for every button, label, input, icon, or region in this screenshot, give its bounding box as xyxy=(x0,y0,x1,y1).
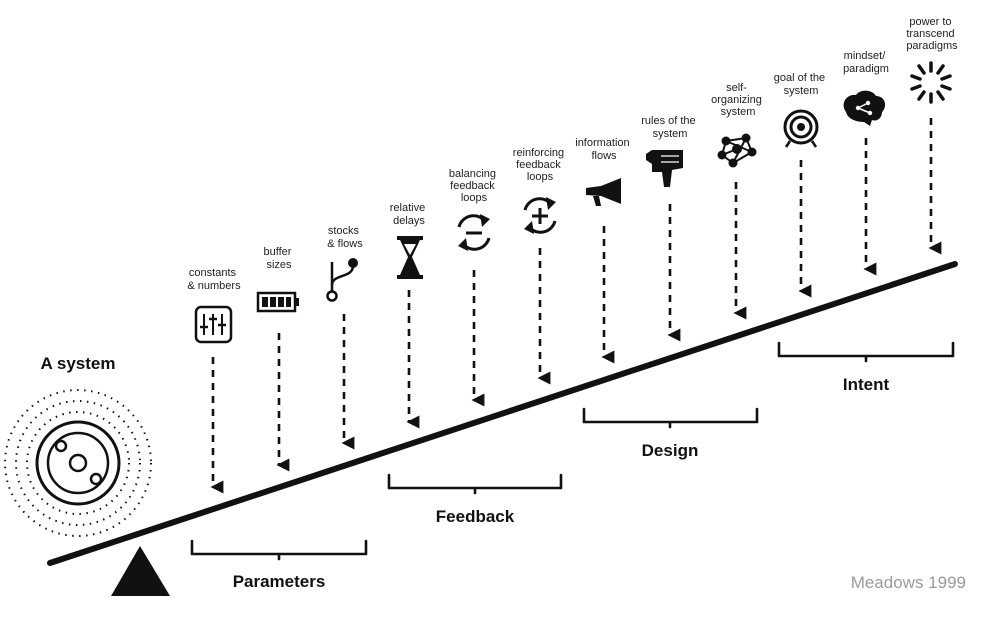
target-icon xyxy=(783,109,819,148)
brace-parameters xyxy=(190,539,368,561)
label-rules-line-1: rules of the xyxy=(641,115,695,127)
sliders-icon xyxy=(194,305,233,344)
credit-text: Meadows 1999 xyxy=(851,573,966,592)
label-self-organizing-line-3: system xyxy=(721,106,756,118)
label-stocks-line-2: & flows xyxy=(327,238,363,250)
label-delays-line-1: relative xyxy=(390,202,425,214)
label-stocks-line-1: stocks xyxy=(328,225,360,237)
hourglass-icon xyxy=(397,236,423,279)
pointing-hand-icon xyxy=(646,150,683,187)
group-label-design: Design xyxy=(642,441,699,460)
label-reinforcing: reinforcing feedback loops xyxy=(513,147,567,183)
label-rules-line-2: system xyxy=(653,128,688,140)
fulcrum xyxy=(111,546,170,596)
label-delays: relative delays xyxy=(390,202,429,227)
brace-design xyxy=(582,407,759,429)
lever-beam xyxy=(47,261,958,566)
label-mindset-line-2: paradigm xyxy=(843,63,889,75)
group-label-feedback: Feedback xyxy=(436,507,515,526)
brace-feedback xyxy=(387,473,563,495)
label-reinforcing-line-1: reinforcing xyxy=(513,147,564,159)
label-reinforcing-line-3: loops xyxy=(527,171,554,183)
label-information: information flows xyxy=(575,137,632,162)
label-constants-line-1: constants xyxy=(189,267,237,279)
label-rules: rules of the system xyxy=(641,115,698,140)
label-goal: goal of the system xyxy=(774,72,828,97)
battery-icon xyxy=(256,291,299,313)
arrows xyxy=(210,118,942,494)
label-self-organizing: self- organizing system xyxy=(711,82,765,118)
system-dotted-ring-middle xyxy=(15,400,141,526)
label-balancing-line-3: loops xyxy=(461,192,488,204)
branch-icon xyxy=(326,258,358,302)
balancing-loop-icon xyxy=(457,214,491,251)
label-stocks: stocks & flows xyxy=(327,225,363,250)
label-mindset: mindset/ paradigm xyxy=(843,50,889,75)
group-label-intent: Intent xyxy=(843,375,890,394)
leverage-point-labels: constants & numbers buffer sizes stocks … xyxy=(187,16,958,292)
system-dotted-ring-outer xyxy=(4,389,152,537)
label-self-organizing-line-2: organizing xyxy=(711,94,762,106)
label-balancing-line-2: feedback xyxy=(450,180,495,192)
label-information-line-1: information xyxy=(575,137,629,149)
label-transcend-line-1: power to xyxy=(909,16,951,28)
label-balancing-line-1: balancing xyxy=(449,168,496,180)
network-icon xyxy=(717,133,757,168)
system-planet-2 xyxy=(89,472,103,486)
system-orbit-inner xyxy=(46,431,110,495)
label-transcend-line-3: paradigms xyxy=(906,40,958,52)
label-constants-line-2: & numbers xyxy=(187,280,241,292)
megaphone-icon xyxy=(586,178,621,206)
label-balancing: balancing feedback loops xyxy=(449,168,499,204)
reinforcing-loop-icon xyxy=(523,197,557,234)
system-symbol xyxy=(4,389,152,537)
label-transcend-line-2: transcend xyxy=(906,28,954,40)
label-goal-line-2: system xyxy=(784,85,819,97)
label-buffer: buffer sizes xyxy=(264,246,295,271)
label-buffer-line-2: sizes xyxy=(266,259,292,271)
brain-icon xyxy=(843,90,886,126)
burst-icon xyxy=(910,61,952,104)
system-dotted-ring-inner xyxy=(26,411,130,515)
label-reinforcing-line-2: feedback xyxy=(516,159,561,171)
label-self-organizing-line-1: self- xyxy=(726,82,747,94)
system-orbit-outer xyxy=(35,420,121,506)
system-planet-1 xyxy=(54,439,68,453)
label-goal-line-1: goal of the xyxy=(774,72,825,84)
brace-intent xyxy=(777,341,955,363)
label-mindset-line-1: mindset/ xyxy=(844,50,887,62)
system-core xyxy=(68,453,88,473)
label-transcend: power to transcend paradigms xyxy=(906,16,958,52)
label-information-line-2: flows xyxy=(591,150,617,162)
group-label-parameters: Parameters xyxy=(233,572,326,591)
system-title: A system xyxy=(41,354,116,373)
label-constants: constants & numbers xyxy=(187,267,241,292)
label-buffer-line-1: buffer xyxy=(264,246,292,258)
label-delays-line-2: delays xyxy=(393,215,425,227)
